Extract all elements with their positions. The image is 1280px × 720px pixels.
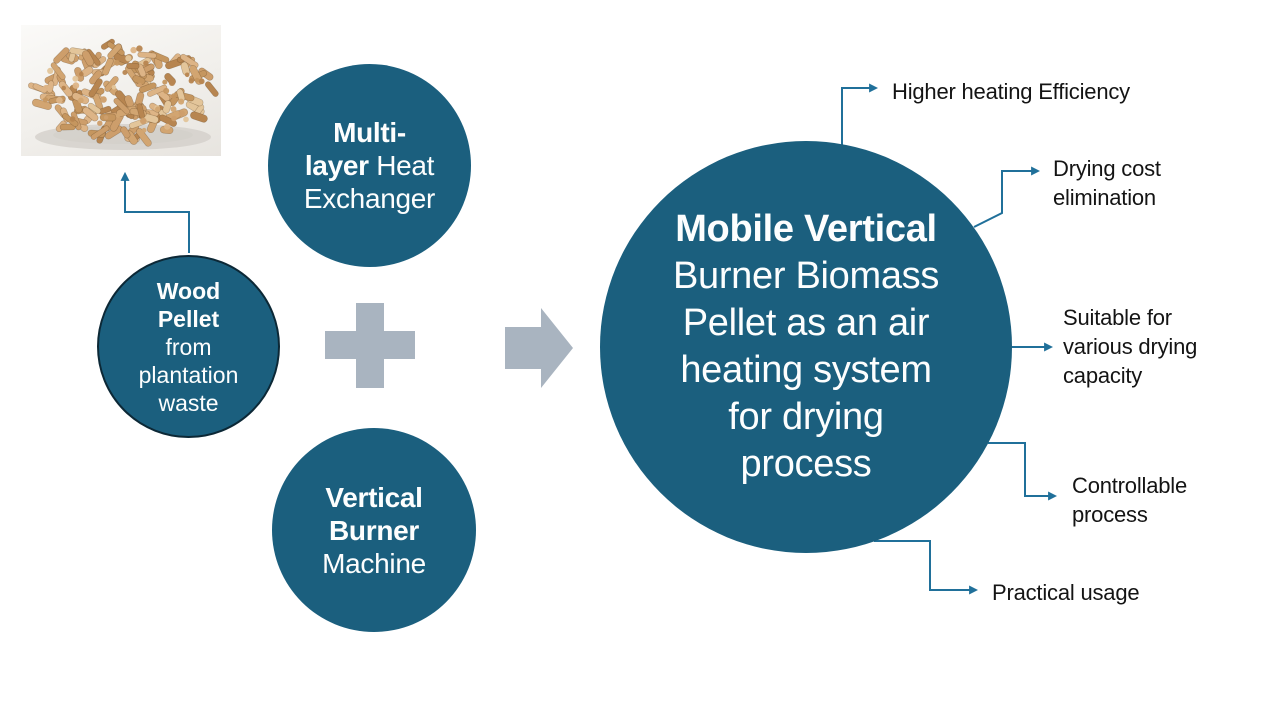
connector-benefit-practical	[874, 540, 979, 595]
wood-pellets-illustration	[27, 38, 219, 150]
benefit-label-practical-usage: Practical usage	[992, 580, 1140, 605]
benefit-label-higher-heating-efficiency: Higher heating Efficiency	[892, 79, 1130, 104]
benefit-label-drying-cost-elimination: Drying cost elimination	[1053, 156, 1161, 210]
connector-benefit-higher-heating	[841, 83, 879, 147]
plus-icon	[325, 303, 415, 388]
wood-pellets-photo	[21, 25, 221, 156]
benefit-label-controllable-process: Controllable process	[1072, 473, 1188, 527]
arrow-right-icon	[505, 308, 573, 388]
connector-woodpellet-to-photo	[120, 171, 190, 253]
connector-benefit-controllable	[988, 442, 1058, 501]
connector-benefit-drying-cost	[973, 166, 1041, 228]
benefit-label-suitable-various-capacity: Suitable for various drying capacity	[1063, 305, 1198, 388]
